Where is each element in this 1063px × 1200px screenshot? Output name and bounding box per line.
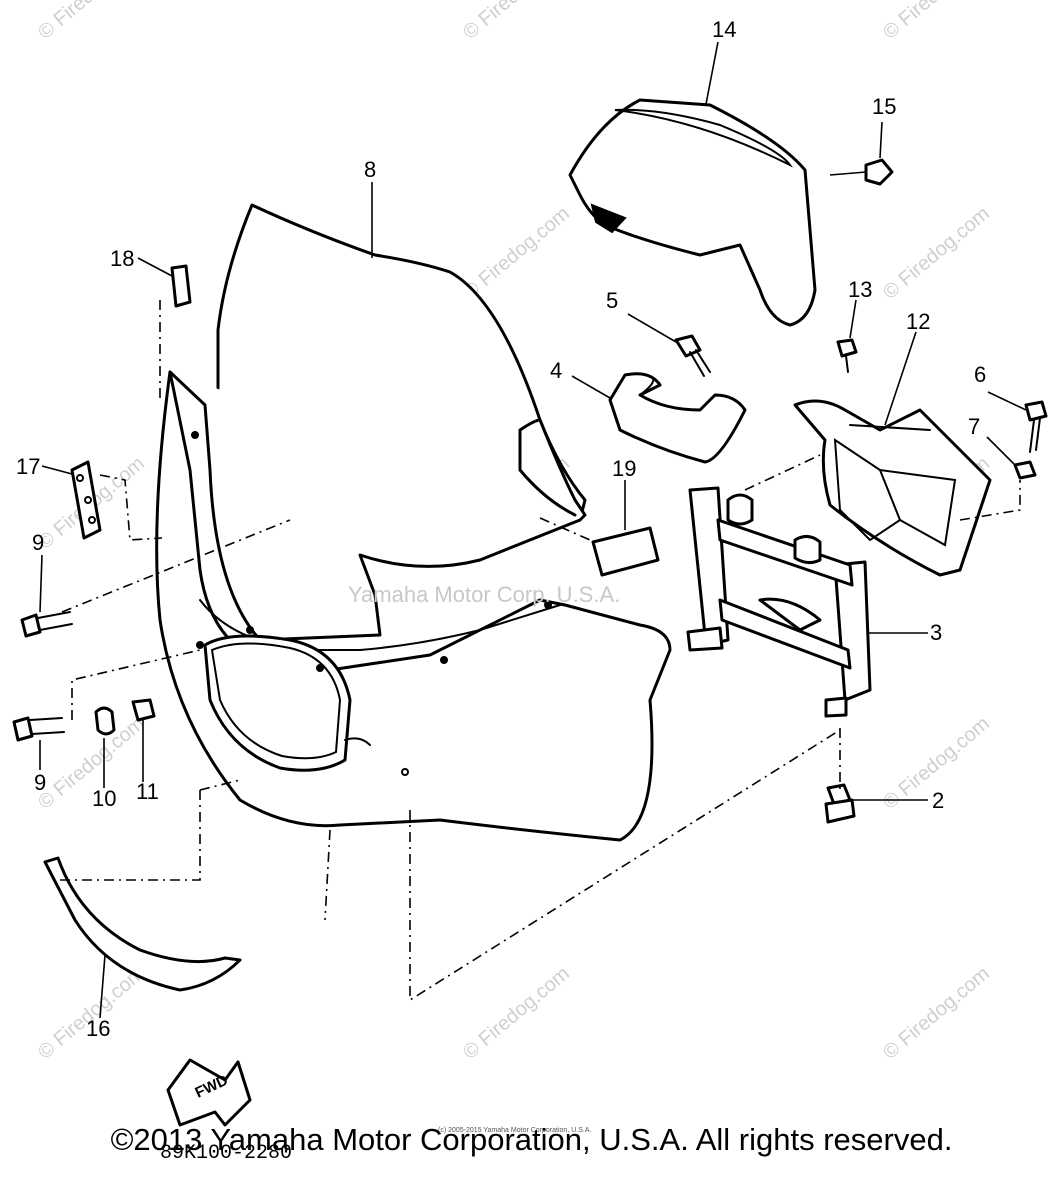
part-nut	[131, 698, 156, 722]
part-frame-stay	[686, 486, 872, 718]
callout-number: 12	[906, 309, 930, 334]
watermark: © Firedog.com	[459, 0, 574, 44]
callout-number: 9	[32, 530, 44, 555]
part-nut	[1013, 460, 1037, 480]
part-bolt	[20, 611, 73, 638]
small-notice: (c) 2005-2015 Yamaha Motor Corporation, …	[438, 1127, 591, 1134]
callout-number: 5	[606, 288, 618, 313]
callout-number: 16	[86, 1016, 110, 1041]
part-screw	[829, 158, 894, 186]
callout-number: 2	[932, 788, 944, 813]
callout-number: 13	[848, 277, 872, 302]
part-trim-strip	[43, 856, 242, 992]
callout-number: 8	[364, 157, 376, 182]
part-top-cover	[568, 98, 817, 327]
part-bolt	[824, 783, 856, 824]
callout-number: 19	[612, 456, 636, 481]
watermark: © Firedog.com	[459, 962, 574, 1063]
diagram-code: 89K100-2280	[160, 1142, 292, 1165]
part-emblem	[170, 264, 192, 308]
fwd-arrow-icon: FWD	[166, 1058, 252, 1127]
part-grommet	[94, 706, 116, 736]
part-mount-stay	[793, 399, 992, 577]
part-bolt	[674, 334, 711, 377]
watermark: © Firedog.com	[879, 0, 994, 44]
part-bolt	[836, 338, 858, 373]
callout-number: 17	[16, 454, 40, 479]
watermark: © Firedog.com	[459, 202, 574, 303]
watermark: © Firedog.com	[879, 962, 994, 1063]
part-side-bracket	[70, 460, 102, 540]
callout-number: 7	[968, 414, 980, 439]
callout-number: 10	[92, 786, 116, 811]
part-bolt	[1024, 400, 1048, 453]
part-fairing-cowl	[155, 370, 672, 842]
watermark: © Firedog.com	[34, 962, 149, 1063]
watermark: © Firedog.com	[34, 0, 149, 44]
part-label-sticker	[591, 526, 660, 577]
callout-number: 4	[550, 358, 562, 383]
callout-number: 15	[872, 94, 896, 119]
callout-number: 18	[110, 246, 134, 271]
watermark: © Firedog.com	[879, 202, 994, 303]
part-bracket	[608, 372, 747, 464]
leader-lines	[39, 41, 1027, 1019]
part-bolt	[12, 716, 65, 742]
callout-number: 3	[930, 620, 942, 645]
center-watermark: Yamaha Motor Corp. U.S.A.	[348, 582, 620, 607]
callout-number: 14	[712, 17, 736, 42]
copyright-notice: ©2013 Yamaha Motor Corporation, U.S.A. A…	[110, 1122, 953, 1157]
callout-number: 11	[136, 779, 159, 804]
callout-number: 9	[34, 770, 46, 795]
callout-number: 6	[974, 362, 986, 387]
callouts: 14 15 8 18 5 13 12 4 6 7 17 19 9 3 9 10 …	[16, 17, 986, 1041]
